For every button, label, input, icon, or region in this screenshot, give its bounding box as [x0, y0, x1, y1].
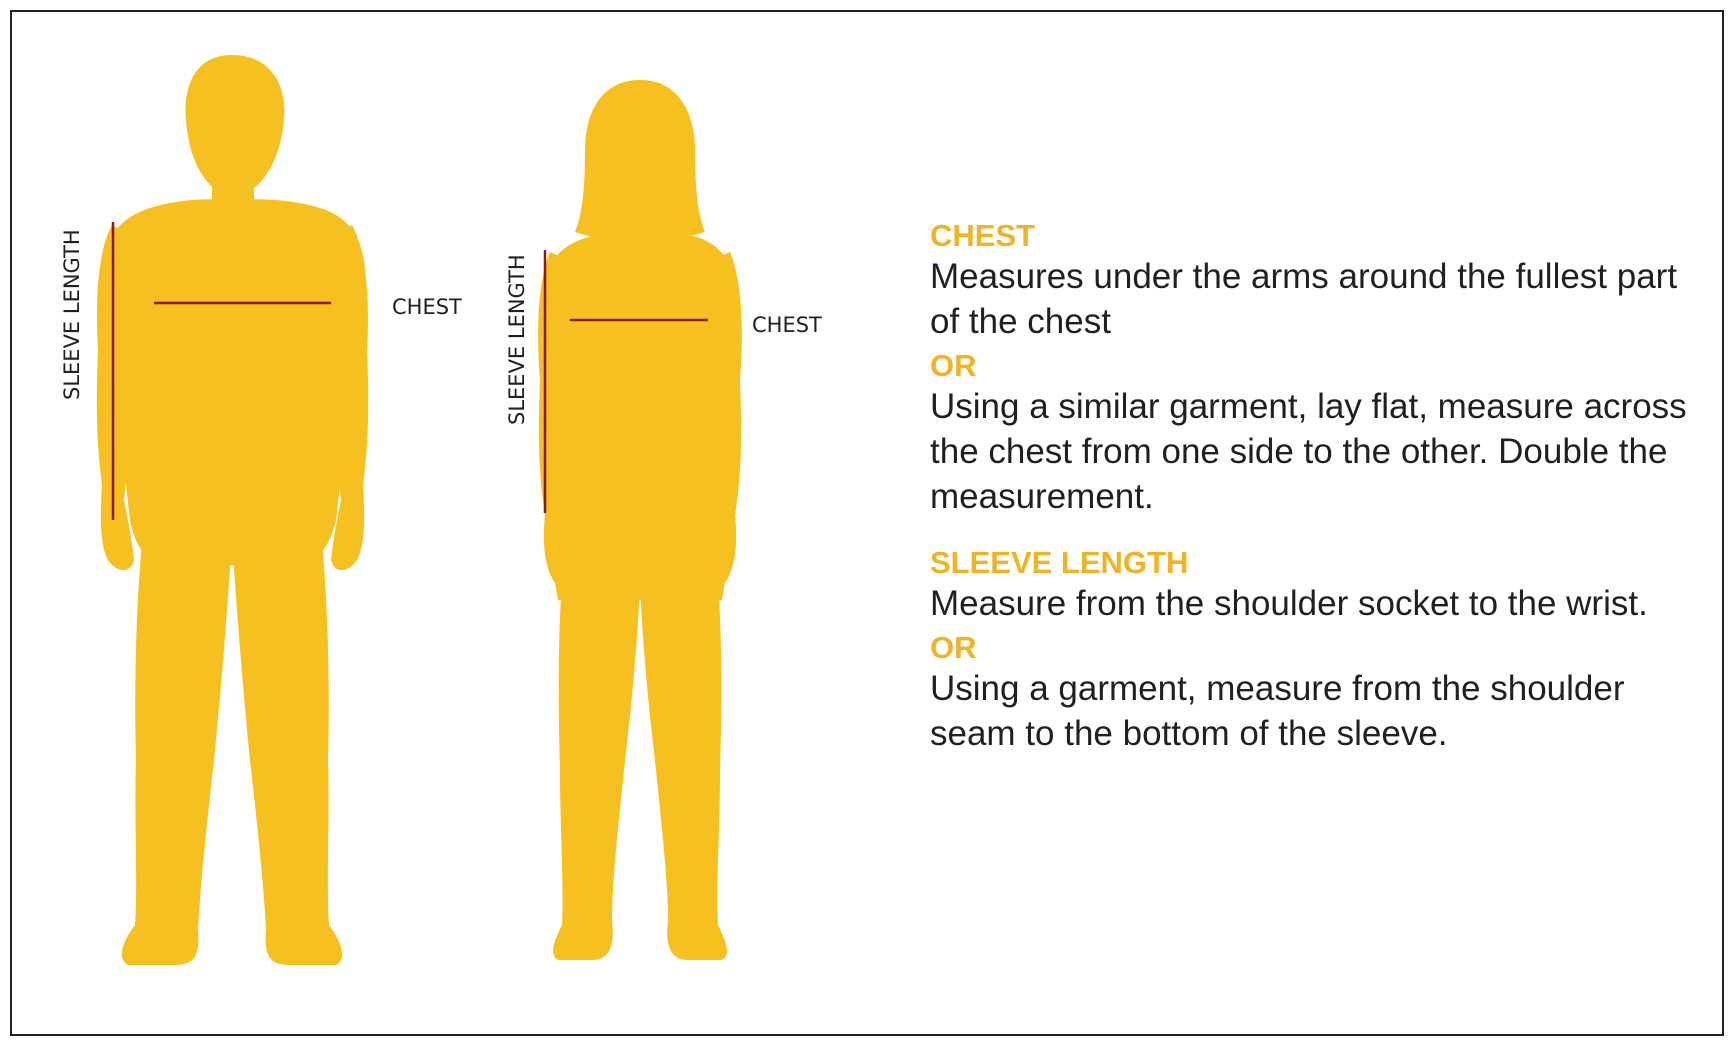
- female-head: [575, 80, 705, 241]
- female-right-leg: [640, 580, 727, 960]
- sleeve-alternative: Using a garment, measure from the should…: [930, 666, 1690, 756]
- male-left-leg: [122, 540, 232, 965]
- female-chest-label: CHEST: [752, 313, 822, 337]
- male-figure: [97, 55, 368, 965]
- chest-or: OR: [930, 348, 1690, 384]
- male-right-leg: [232, 540, 342, 965]
- chest-alternative: Using a similar garment, lay flat, measu…: [930, 384, 1690, 519]
- male-torso: [102, 199, 366, 565]
- sleeve-or: OR: [930, 630, 1690, 666]
- male-chest-label: CHEST: [392, 295, 462, 319]
- chest-description: Measures under the arms around the fulle…: [930, 254, 1690, 344]
- female-sleeve-label: SLEEVE LENGTH: [505, 254, 529, 425]
- female-figure: [538, 80, 742, 960]
- sleeve-heading: SLEEVE LENGTH: [930, 545, 1690, 581]
- measurement-instructions: CHEST Measures under the arms around the…: [930, 218, 1690, 756]
- sleeve-description: Measure from the shoulder socket to the …: [930, 581, 1690, 626]
- chest-heading: CHEST: [930, 218, 1690, 254]
- male-sleeve-label: SLEEVE LENGTH: [60, 229, 84, 400]
- female-left-leg: [553, 580, 640, 960]
- male-head: [186, 55, 285, 190]
